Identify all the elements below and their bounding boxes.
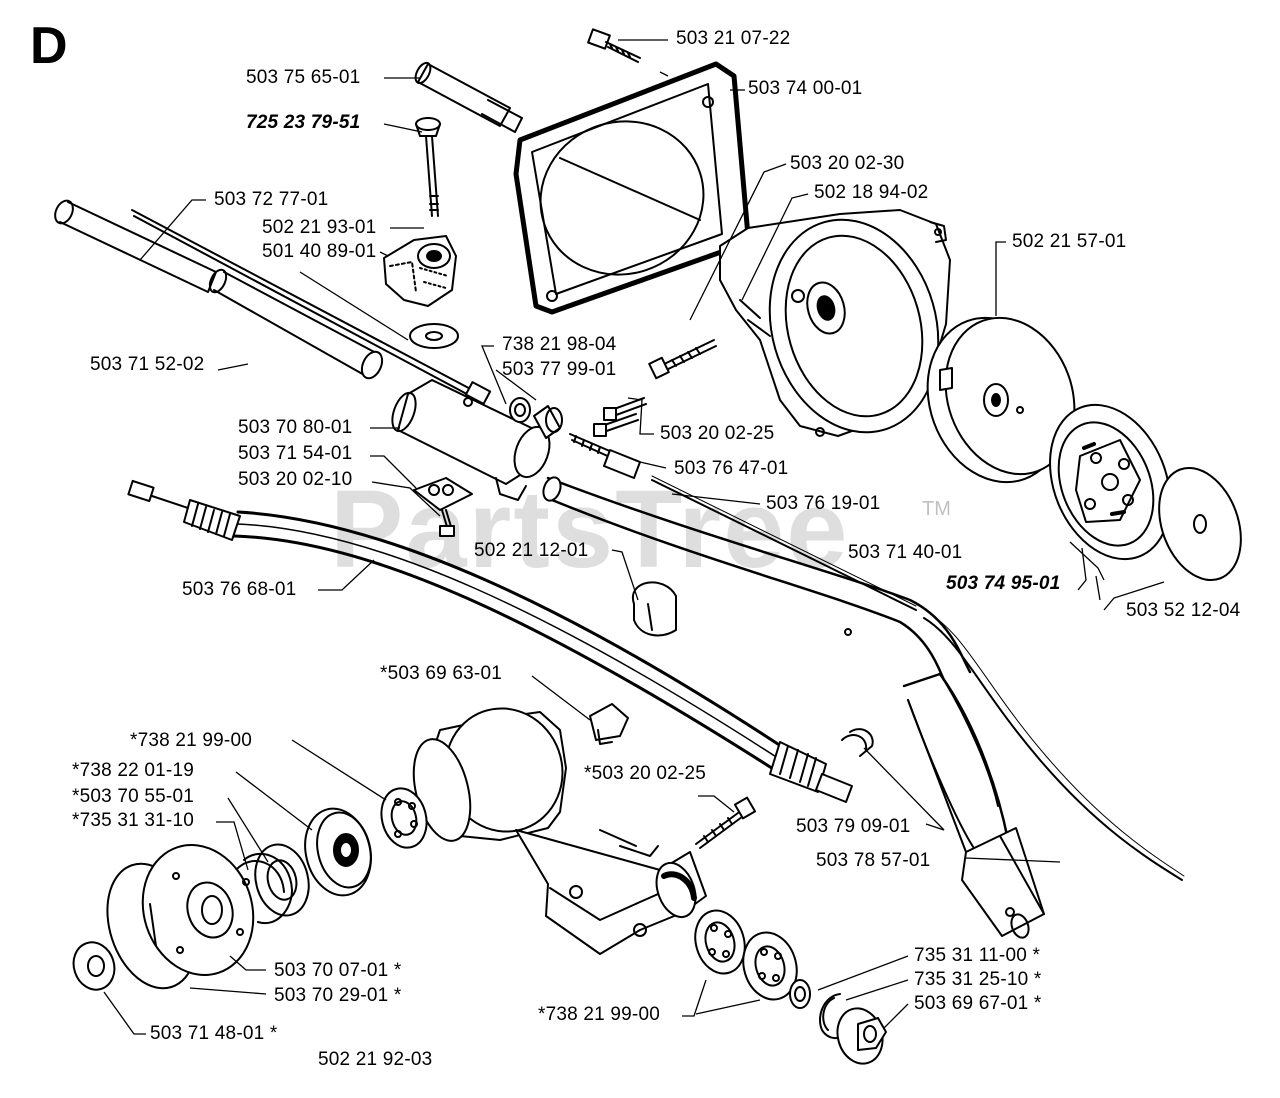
label-501-40-89-01: 501 40 89-01 [262, 241, 377, 262]
gearbox-housing-502-18-94-02 [719, 209, 951, 437]
label-503-20-02-25-star: *503 20 02-25 [584, 763, 706, 784]
label-738-21-98-04: 738 21 98-04 [502, 334, 617, 355]
screw-503-20-02-25-star [695, 796, 757, 849]
watermark-trademark: TM [922, 498, 951, 520]
label-503-77-99-01: 503 77 99-01 [502, 359, 617, 380]
tube-503-71-52-02 [54, 199, 384, 380]
gear-head-housing [412, 707, 707, 955]
label-503-71-54-01: 503 71 54-01 [238, 443, 353, 464]
label-503-71-52-02: 503 71 52-02 [90, 354, 205, 375]
spacer-735-31-11-00 [789, 979, 811, 1009]
label-503-71-48-01: 503 71 48-01 * [150, 1023, 278, 1044]
pin-503-76-47-01 [569, 433, 641, 479]
label-503-20-02-25-top: 503 20 02-25 [660, 423, 775, 444]
nut-503-71-48-01 [72, 941, 116, 991]
bushing-503-77-99-01 [533, 405, 563, 439]
label-738-21-99-00-top: *738 21 99-00 [130, 730, 252, 751]
plug-503-69-63-01 [589, 703, 629, 745]
label-503-70-07-01: 503 70 07-01 * [274, 960, 402, 981]
pin-503-75-65-01 [414, 61, 523, 133]
label-503-21-07-22: 503 21 07-22 [676, 28, 791, 49]
label-503-76-68-01: 503 76 68-01 [182, 579, 297, 600]
label-503-70-29-01: 503 70 29-01 * [274, 985, 402, 1006]
clamp-plate-503-71-54-01 [413, 477, 473, 511]
label-503-76-19-01: 503 76 19-01 [766, 493, 881, 514]
bearings-738-21-99-00-bottom [694, 909, 798, 1001]
clutch-503-71-40-01 [1049, 403, 1171, 561]
washer-501-40-89-01 [409, 323, 459, 349]
label-503-75-65-01: 503 75 65-01 [246, 67, 361, 88]
clip-502-21-12-01 [631, 581, 677, 637]
screws-503-20-02-25 [593, 397, 647, 437]
label-503-70-55-01: *503 70 55-01 [72, 786, 194, 807]
clamp-housing-503-70-80-01 [391, 379, 551, 501]
leader-lines [103, 39, 1165, 1035]
label-735-31-31-10: *735 31 31-10 [72, 810, 194, 831]
label-503-74-00-01: 503 74 00-01 [748, 78, 863, 99]
label-compl-503-71-40-01: 503 71 40-01 [848, 542, 962, 564]
shaft-503-72-77-01 [131, 209, 492, 405]
clip-503-79-09-01 [841, 728, 874, 757]
label-502-21-12-01: 502 21 12-01 [474, 540, 589, 561]
bearing-738-22-01-19 [304, 807, 372, 897]
label-725-23-79-51: 725 23 79-51 [246, 112, 361, 133]
knob-502-21-93-01 [383, 235, 457, 307]
label-502-18-94-02: 502 18 94-02 [814, 182, 929, 203]
label-503-76-47-01: 503 76 47-01 [674, 458, 789, 479]
label-503-52-12-04: 503 52 12-04 [1126, 600, 1241, 621]
bushing-738-21-98-04 [509, 397, 531, 423]
label-735-31-25-10: 735 31 25-10 * [914, 969, 1042, 990]
label-503-74-95-01: 503 74 95-01 [946, 573, 1061, 594]
bearing-738-21-99-00-top [380, 787, 428, 849]
label-503-69-67-01: 503 69 67-01 * [914, 993, 1042, 1014]
label-503-20-02-30: 503 20 02-30 [790, 153, 905, 174]
label-503-70-80-01: 503 70 80-01 [238, 417, 353, 438]
screw-503-20-02-10 [439, 509, 455, 537]
label-738-21-99-00-bottom: *738 21 99-00 [538, 1004, 660, 1025]
label-503-72-77-01: 503 72 77-01 [214, 189, 329, 210]
control-wire-503-76-19-01 [651, 475, 1185, 881]
label-503-20-02-10: 503 20 02-10 [238, 469, 353, 490]
label-503-69-63-01: *503 69 63-01 [380, 663, 502, 684]
label-502-21-93-01: 502 21 93-01 [262, 217, 377, 238]
label-735-31-11-00: 735 31 11-00 * [914, 945, 1041, 966]
washer-503-52-12-04 [1158, 466, 1242, 582]
flange-nut-503-69-67-01 [836, 1007, 887, 1065]
label-503-78-57-01: 503 78 57-01 [816, 850, 931, 871]
bolt-725-23-79-51 [415, 117, 441, 217]
blade-holder-503-70-07-01 [106, 844, 255, 990]
label-502-21-57-01: 502 21 57-01 [1012, 231, 1127, 252]
drive-cable-503-76-68-01 [127, 479, 853, 803]
label-503-71-40-01: 503 71 40-01 [848, 542, 963, 563]
screw-503-20-02-30 [648, 339, 717, 380]
label-503-79-09-01: 503 79 09-01 [796, 816, 911, 837]
label-738-22-01-19: *738 22 01-19 [72, 760, 194, 781]
screw-503-21-07-22 [587, 28, 641, 63]
section-letter: D [30, 17, 68, 75]
clutch-drum-502-21-57-01 [926, 316, 1076, 484]
label-502-21-92-03: 502 21 92-03 [318, 1049, 433, 1070]
label-compl-502-21-92-03: 502 21 92-03 [318, 1049, 432, 1071]
